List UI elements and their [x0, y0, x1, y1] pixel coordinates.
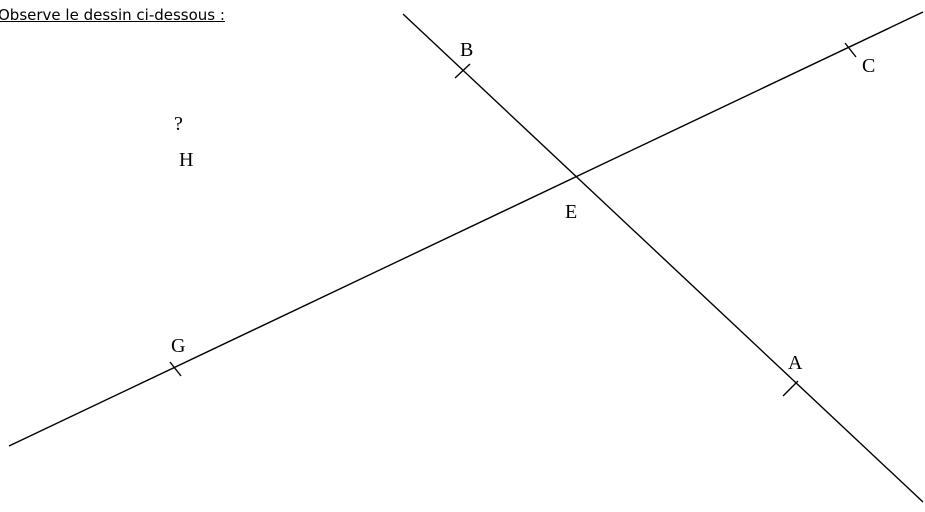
tick-mark-g: [169, 361, 182, 377]
tick-mark-c: [844, 42, 857, 58]
tick-mark-b: [454, 63, 471, 79]
point-label-b: B: [460, 39, 473, 61]
point-label-g: G: [171, 335, 185, 357]
point-label-a: A: [788, 352, 803, 374]
point-label-e: E: [565, 201, 577, 223]
question-mark: ?: [174, 113, 183, 135]
point-label-h: H: [179, 149, 193, 171]
line-bea: [402, 13, 924, 503]
instruction-text: Observe le dessin ci-dessous :: [0, 6, 225, 24]
tick-mark-a: [782, 380, 799, 397]
line-gec: [8, 11, 924, 447]
point-label-c: C: [862, 55, 875, 77]
